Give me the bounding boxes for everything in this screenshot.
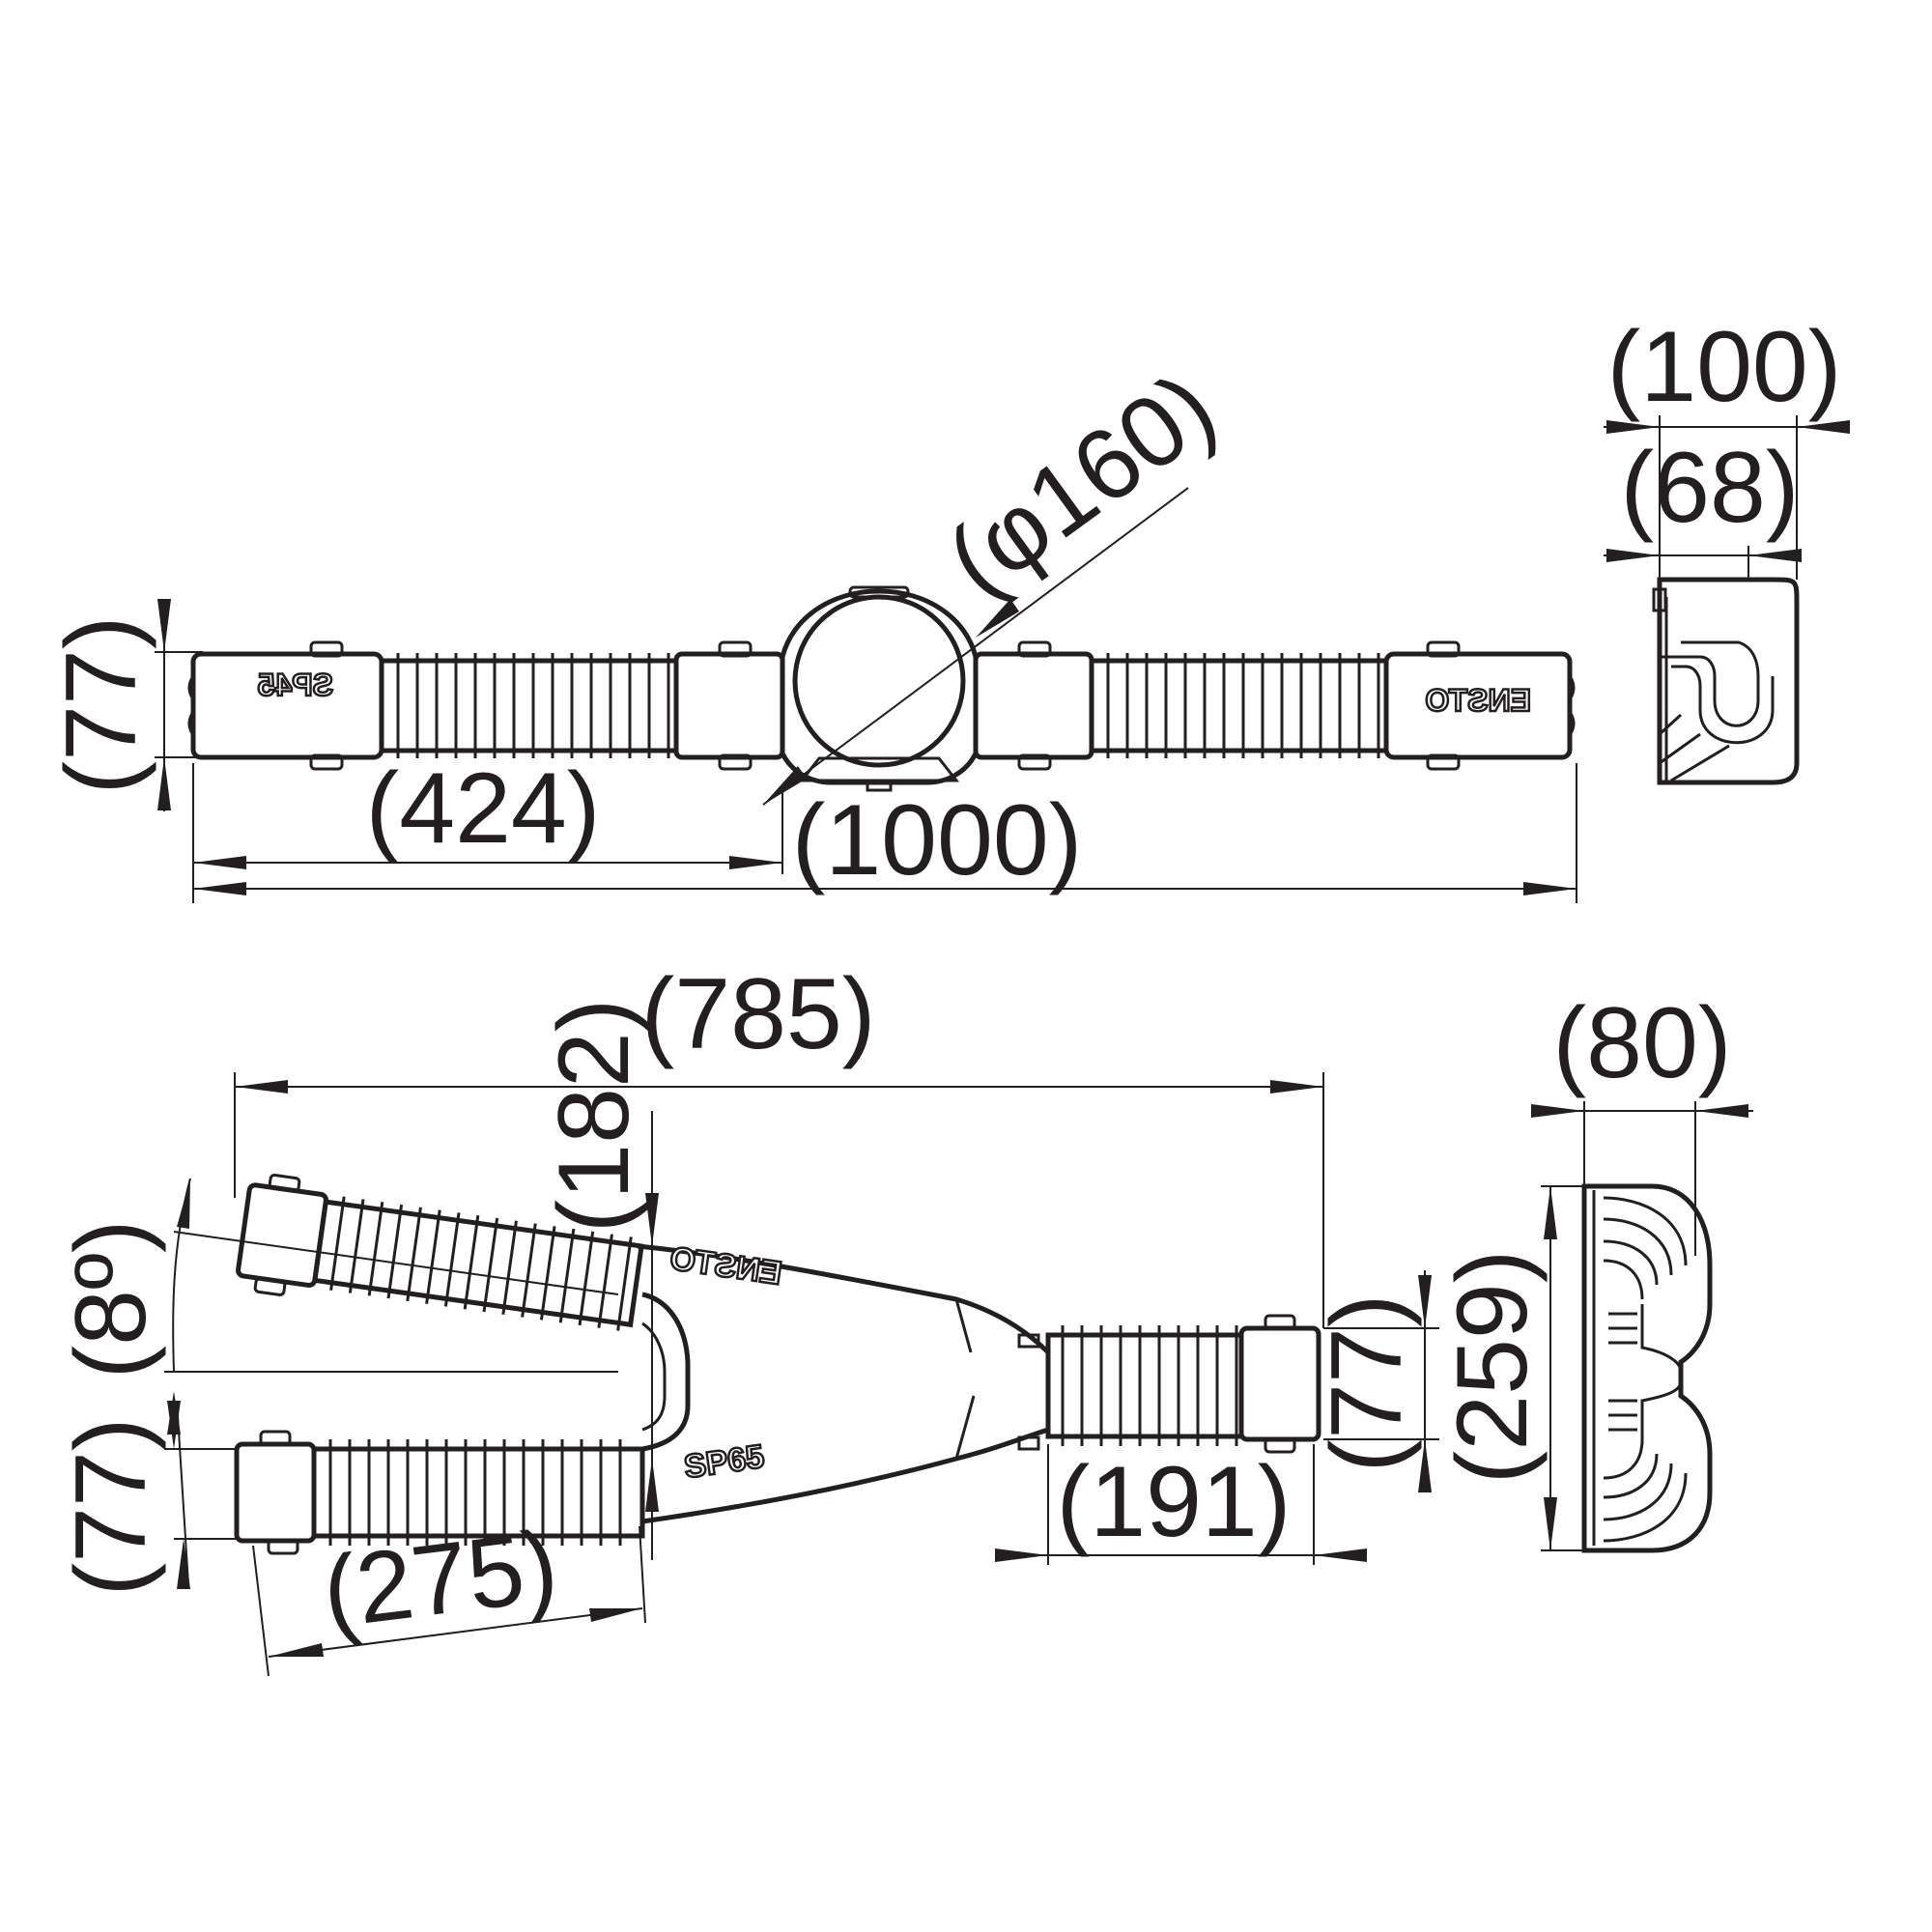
bottom-lower-sleeve xyxy=(234,1441,317,1544)
side-inner-width-dim: (68) xyxy=(1621,432,1800,544)
top-left-connector xyxy=(673,651,785,760)
top-right-sleeve xyxy=(1383,651,1573,760)
top-side-dimensions: (100) (68) xyxy=(1604,311,1850,580)
top-height-dim: (77) xyxy=(45,616,157,795)
top-right-connector xyxy=(973,651,1094,760)
bottom-view-splice: ENSTO SP65 xyxy=(234,1173,1321,1555)
bottom-lower-label: SP65 xyxy=(682,1438,767,1486)
bottom-offset-dim: (182) xyxy=(538,999,650,1234)
top-right-corrugated-hose xyxy=(1089,653,1389,758)
top-view-dimensions: (77) (424) (1000) (φ160) xyxy=(45,352,1577,903)
side-outer-width-dim: (100) xyxy=(1607,311,1842,423)
bottom-upper-hose xyxy=(312,1199,644,1328)
top-right-label: ENSTO xyxy=(1425,683,1531,718)
top-left-corrugated-hose xyxy=(379,653,679,758)
top-left-label: SP45 xyxy=(258,668,333,702)
bottom-angle-dim: (8º) xyxy=(55,1219,167,1378)
top-side-view xyxy=(1652,577,1800,785)
bottom-upper-sleeve xyxy=(236,1182,328,1288)
top-length-dim: (1000) xyxy=(792,784,1083,896)
bottom-right-length-dim: (191) xyxy=(1057,1446,1292,1558)
bottom-length-dim: (785) xyxy=(641,958,876,1070)
bottom-branch-length-dim: (275) xyxy=(317,1510,563,1650)
bottom-right-sleeve xyxy=(1238,1325,1321,1442)
top-view-splice: SP45 ENSTO xyxy=(187,585,1576,792)
top-center-ring xyxy=(780,585,979,792)
bottom-right-height-dim: (77) xyxy=(1311,1294,1423,1473)
bottom-side-dimensions: (80) (259) xyxy=(1436,987,1753,1551)
side-width-dim: (80) xyxy=(1553,987,1732,1099)
top-diameter-dim: (φ160) xyxy=(927,352,1236,618)
bottom-side-view xyxy=(1581,1183,1713,1553)
bottom-lower-hose xyxy=(311,1439,645,1546)
side-height-dim: (259) xyxy=(1436,1250,1548,1485)
top-left-dim: (424) xyxy=(366,753,601,865)
bottom-view-dimensions: (785) (182) (8º) (77) (275) (191) xyxy=(55,958,1439,1677)
bottom-left-height-dim: (77) xyxy=(55,1418,167,1597)
bottom-upper-label: ENSTO xyxy=(668,1240,784,1293)
bottom-right-hose xyxy=(1045,1325,1244,1446)
